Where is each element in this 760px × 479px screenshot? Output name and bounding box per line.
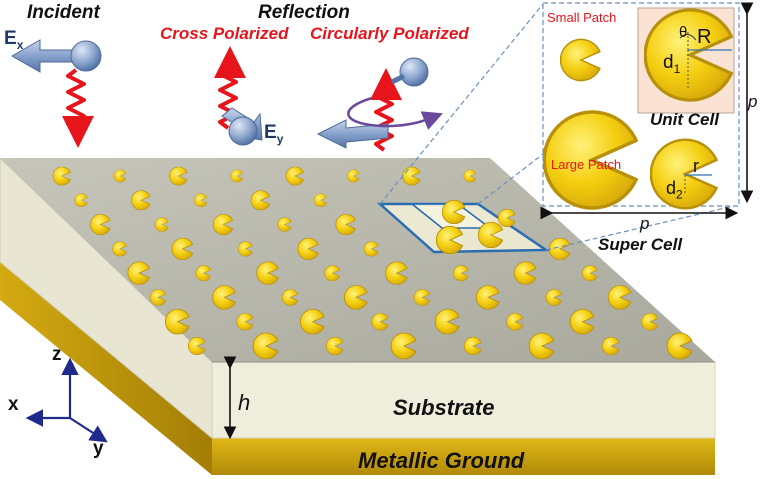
p-horizontal-label: p (640, 214, 650, 233)
circularly-polarized-label: Circularly Polarized (310, 24, 469, 43)
cross-polarized-label: Cross Polarized (160, 24, 289, 43)
circularly-polarized-wave (316, 57, 443, 152)
metallic-ground-label: Metallic Ground (358, 448, 525, 473)
incident-wave (10, 39, 102, 148)
coordinate-axes (25, 357, 108, 443)
theta-label: θ (679, 24, 688, 41)
rotation-arc-icon (347, 96, 443, 130)
rotating-arrow-icon (316, 57, 429, 149)
ex-arrow-icon (10, 39, 102, 73)
cross-polarized-wave (214, 46, 263, 146)
super-cell-highlight (376, 200, 550, 254)
inset-panel (540, 2, 754, 220)
d2-label: d2 (666, 178, 683, 202)
super-cell-label: Super Cell (598, 235, 683, 254)
p-vertical-label: p (748, 92, 758, 111)
r-label: r (693, 156, 699, 176)
substrate-label: Substrate (393, 395, 495, 420)
R-label: R (697, 26, 712, 48)
large-patch-label: Large Patch (551, 157, 622, 172)
y-axis-label: y (93, 438, 104, 459)
x-axis-label: x (8, 394, 19, 415)
reflection-label: Reflection (258, 2, 350, 23)
substrate-left-face (0, 157, 213, 440)
d1-label: d1 (663, 52, 681, 76)
unit-cell-label: Unit Cell (650, 110, 719, 129)
ground-front-face (212, 438, 715, 475)
incident-label: Incident (27, 2, 100, 23)
h-label: h (238, 390, 251, 415)
ey-label: Ey (264, 122, 284, 146)
z-axis-label: z (52, 344, 62, 365)
ground-left-face (0, 260, 212, 475)
small-patch-label: Small Patch (547, 10, 617, 25)
ey-arrow-icon (221, 107, 263, 146)
ex-label: Ex (4, 28, 24, 52)
